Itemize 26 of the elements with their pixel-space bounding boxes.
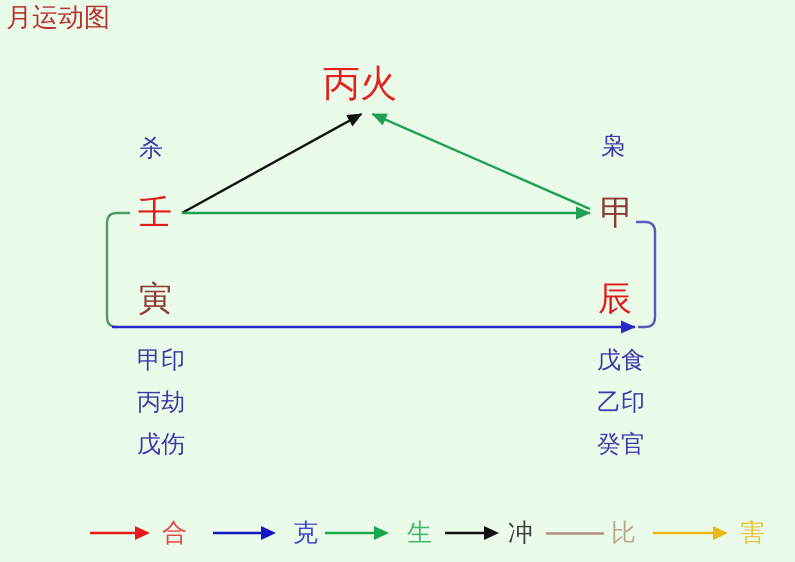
node-caption: 戊伤 (137, 432, 185, 456)
arrow (181, 112, 362, 214)
diagram-title: 月运动图 (6, 5, 110, 31)
arrow (112, 320, 636, 334)
legend-label: 生 (407, 520, 432, 545)
arrow (372, 112, 590, 210)
node-caption: 丙劫 (137, 390, 185, 414)
character-label: 寅 (136, 280, 174, 318)
connector-line (636, 220, 656, 328)
legend-label: 害 (740, 520, 765, 545)
character-label: 辰 (596, 280, 634, 318)
node-caption: 甲印 (137, 348, 185, 372)
node-caption: 乙印 (597, 390, 645, 414)
connector-line (106, 212, 130, 328)
node-caption: 癸官 (597, 432, 645, 456)
character-label: 壬 (136, 194, 174, 232)
legend-label: 冲 (508, 520, 533, 545)
character-label: 丙火 (321, 63, 399, 104)
legend-label: 合 (162, 520, 187, 545)
node-caption: 戊食 (597, 348, 645, 372)
arrow (182, 206, 591, 220)
character-label: 甲 (598, 194, 636, 232)
node-caption: 杀 (139, 136, 163, 160)
legend-label: 克 (293, 520, 318, 545)
legend-label: 比 (611, 520, 636, 545)
node-caption: 枭 (601, 134, 625, 158)
